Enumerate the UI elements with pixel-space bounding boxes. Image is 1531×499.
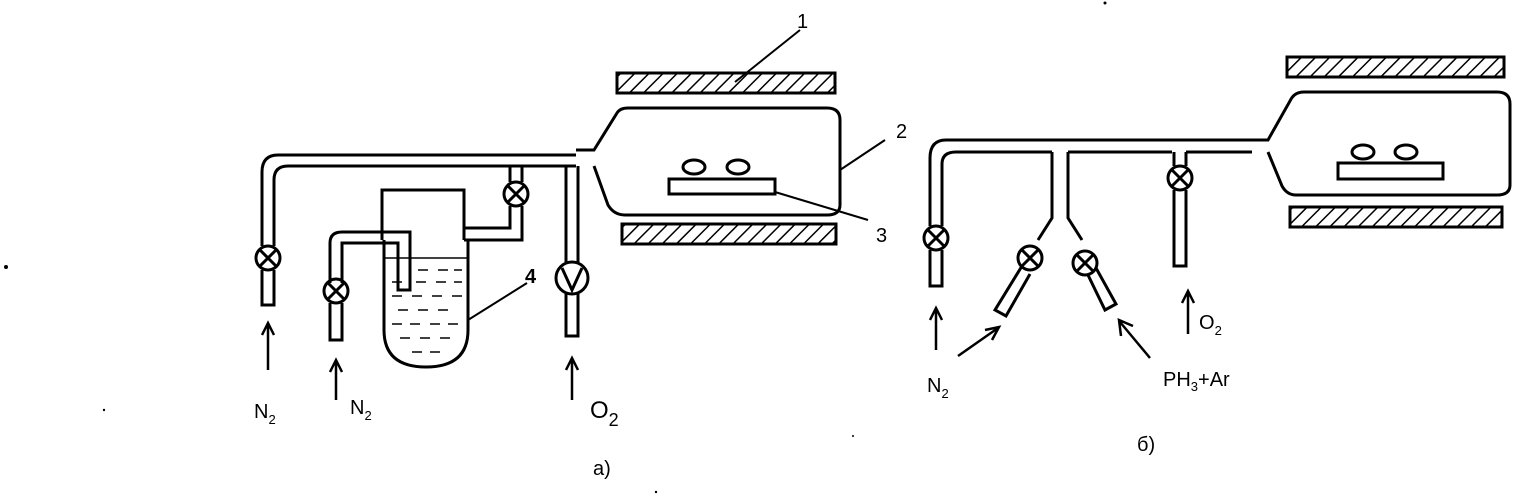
valve-b-1	[922, 224, 950, 252]
valve-b-3	[1071, 249, 1099, 277]
gas-o2-a: O2	[590, 397, 619, 430]
diagram-a	[254, 29, 886, 400]
wafer-a-2	[725, 158, 751, 176]
scan-specks	[4, 1, 1107, 494]
heater-bottom-a	[620, 222, 838, 246]
diagram-b	[922, 55, 1512, 359]
leader-3	[774, 191, 869, 221]
manifold-pipe-b	[928, 138, 1252, 226]
substrate-boat-a	[667, 177, 777, 196]
valve-b-o2	[1166, 164, 1194, 192]
arrow-n2-diag-b	[957, 325, 1002, 358]
wafer-b-1	[1350, 143, 1376, 161]
wafer-a-1	[681, 158, 707, 176]
label-3: 3	[876, 225, 887, 247]
label-4: 4	[525, 266, 537, 288]
reactor-tube-b	[1252, 90, 1512, 197]
gas-n2-left-a: N2	[254, 401, 276, 427]
wafer-b-2	[1393, 143, 1419, 161]
arrow-ph3-b	[1117, 317, 1151, 359]
heater-bottom-b	[1288, 205, 1504, 229]
gas-ph3-ar-b: PH3+Ar	[1163, 369, 1230, 394]
arrow-o2-a	[564, 355, 580, 400]
liquid-dashes-a	[392, 269, 462, 353]
leader-4	[467, 282, 528, 321]
leader-2	[839, 139, 886, 171]
gas-n2-b: N2	[927, 375, 949, 401]
valve-a-bubbler-in	[322, 277, 350, 305]
valve-b-2	[1016, 244, 1044, 272]
heater-top-b	[1285, 55, 1506, 79]
gas-n2-bubbler-a: N2	[350, 397, 372, 423]
substrate-boat-b	[1336, 161, 1445, 181]
manifold-pipe-a	[260, 153, 576, 246]
caption-b: б)	[1137, 434, 1155, 456]
leader-1	[734, 29, 801, 83]
caption-a: а)	[593, 458, 611, 480]
arrow-n2-b	[928, 305, 944, 350]
arrow-n2-bubbler-a	[328, 357, 344, 400]
arrow-o2-b	[1180, 288, 1196, 334]
bubbler-vessel-a	[382, 240, 470, 369]
valve-a-bubbler-out	[502, 180, 530, 208]
gas-o2-b: O2	[1199, 312, 1222, 338]
label-2: 2	[896, 121, 907, 143]
label-1: 1	[797, 11, 808, 33]
arrow-n2-left-a	[260, 320, 276, 370]
valve-a-1	[254, 244, 282, 272]
heater-top-a	[615, 71, 837, 95]
flowmeter-a	[554, 260, 590, 296]
reactor-tube-a	[576, 106, 842, 217]
